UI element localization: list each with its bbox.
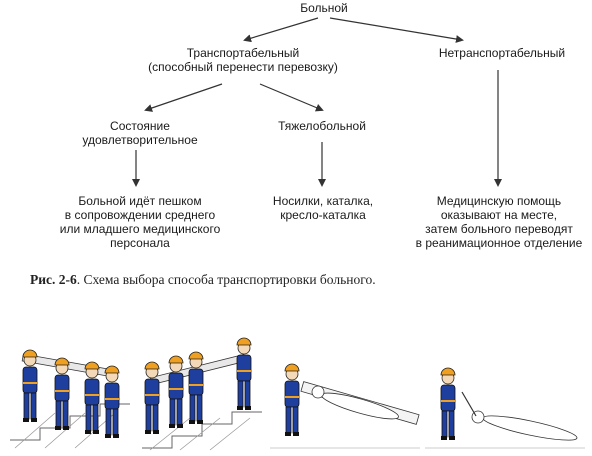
drag-board-illustration	[270, 363, 420, 449]
node-severe: Тяжелобольной	[278, 119, 366, 133]
node-non-transportable: Нетранспортабельный	[438, 46, 566, 60]
edge-transportable-to-severe	[259, 83, 324, 112]
stairs-carry-up-illustration	[142, 337, 262, 451]
figure-label: Рис. 2-6	[30, 272, 77, 287]
stairs-carry-down-illustration	[10, 349, 130, 449]
node-onsite-care: Медицинскую помощь оказывают на месте, з…	[415, 194, 583, 250]
figure-caption-text: . Схема выбора способа транспортировки б…	[76, 272, 376, 287]
edge-root-to-transportable	[243, 17, 319, 43]
node-stretcher-options: Носилки, каталка, кресло-каталка	[272, 194, 374, 222]
diagram-connectors	[132, 17, 502, 187]
figure-caption: Рис. 2-6. Схема выбора способа транспорт…	[30, 272, 570, 288]
node-transportable: Транспортабельный (способный перенести п…	[148, 46, 338, 74]
transport-illustrations	[10, 337, 585, 451]
node-root: Больной	[300, 1, 348, 15]
node-walk-with-staff: Больной идёт пешком в сопровождении сред…	[59, 194, 221, 250]
node-satisfactory: Состояние удовлетворительное	[82, 119, 198, 147]
drag-by-arms-illustration	[425, 367, 585, 449]
edge-root-to-nontransportable	[329, 17, 464, 43]
edge-transportable-to-satisfactory	[144, 83, 223, 112]
